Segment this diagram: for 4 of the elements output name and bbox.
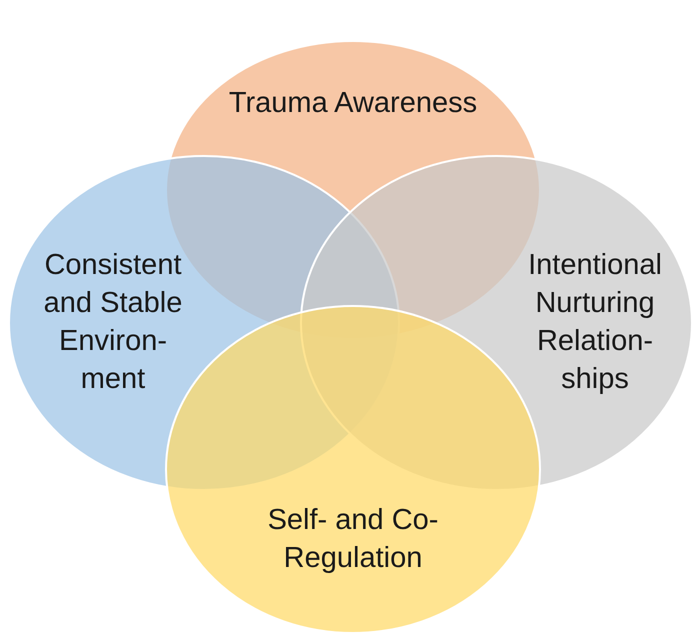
circle-label: Intentional Nurturing Relation- ships	[527, 248, 663, 397]
circle-label: Consistent and Stable Environ- ment	[42, 248, 184, 397]
circle-label: Trauma Awareness	[228, 86, 478, 121]
circle-label: Self- and Co- Regulation	[266, 503, 440, 576]
